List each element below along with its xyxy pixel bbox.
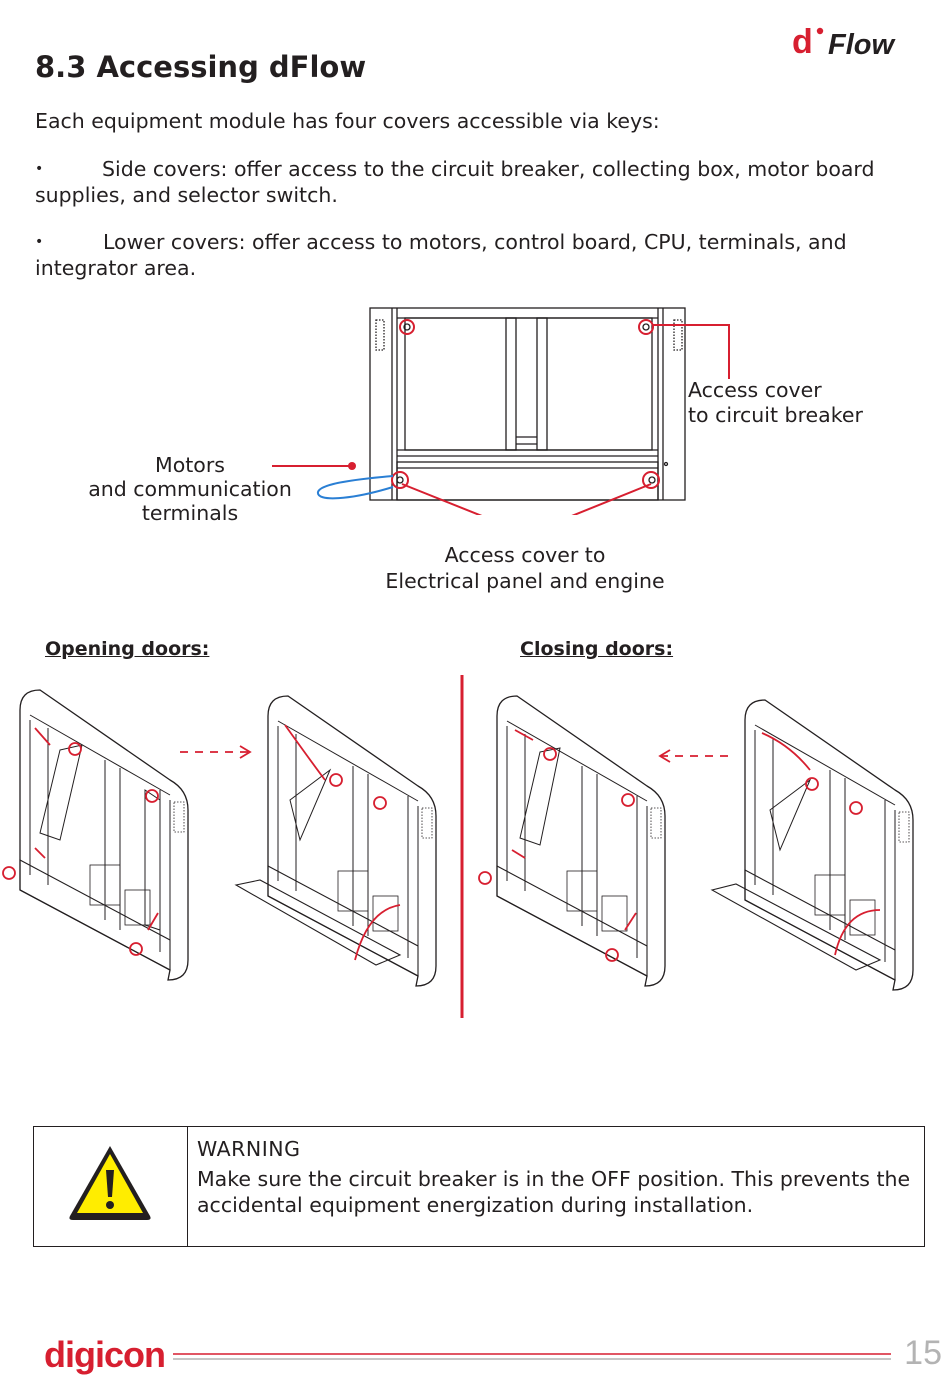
label-line: terminals bbox=[141, 501, 239, 525]
label-line: Access cover bbox=[688, 378, 822, 402]
dflow-logo: d Flow bbox=[790, 22, 900, 62]
label-line: to circuit breaker bbox=[688, 403, 863, 427]
warning-line: Make sure the circuit breaker is in the … bbox=[197, 1167, 911, 1191]
opening-doors-heading: Opening doors: bbox=[45, 638, 210, 660]
bullet-text: Lower covers: offer access to motors, co… bbox=[103, 230, 847, 254]
warning-title: WARNING bbox=[197, 1137, 301, 1161]
bullet-text-cont: supplies, and selector switch. bbox=[35, 183, 338, 207]
label-line: Motors bbox=[155, 453, 225, 477]
doors-illustrations bbox=[2, 675, 914, 1018]
bullet-lower-covers: • Lower covers: offer access to motors, … bbox=[0, 229, 950, 281]
warning-divider bbox=[187, 1127, 189, 1246]
page-number: 15 bbox=[904, 1334, 942, 1372]
front-view-diagram bbox=[272, 307, 730, 515]
section-title: 8.3 Accessing dFlow bbox=[35, 50, 367, 84]
warning-text: Make sure the circuit breaker is in the … bbox=[197, 1166, 910, 1218]
label-access-electrical-panel: Access cover to Electrical panel and eng… bbox=[345, 543, 705, 593]
logo-letter: d bbox=[792, 23, 813, 61]
warning-triangle-icon bbox=[69, 1146, 151, 1220]
bullet-marker: • bbox=[35, 234, 44, 250]
label-line: Access cover to bbox=[444, 543, 606, 567]
footer-rule bbox=[173, 1353, 891, 1360]
label-motors-terminals: Motors and communication terminals bbox=[80, 453, 300, 525]
bullet-text: Side covers: offer access to the circuit… bbox=[102, 157, 875, 181]
bullet-text-cont: integrator area. bbox=[35, 256, 197, 280]
bullet-side-covers: • Side covers: offer access to the circu… bbox=[0, 156, 950, 208]
label-line: and communication bbox=[88, 477, 292, 501]
label-line: Electrical panel and engine bbox=[385, 569, 665, 593]
closing-doors-heading: Closing doors: bbox=[520, 638, 674, 660]
warning-line: accidental equipment energization during… bbox=[197, 1193, 754, 1217]
label-access-circuit-breaker: Access cover to circuit breaker bbox=[688, 378, 863, 427]
warning-box bbox=[33, 1126, 925, 1247]
digicon-logo: digicon bbox=[44, 1334, 166, 1375]
logo-word: Flow bbox=[828, 29, 896, 61]
intro-text: Each equipment module has four covers ac… bbox=[35, 109, 660, 133]
bullet-marker: • bbox=[35, 161, 44, 177]
